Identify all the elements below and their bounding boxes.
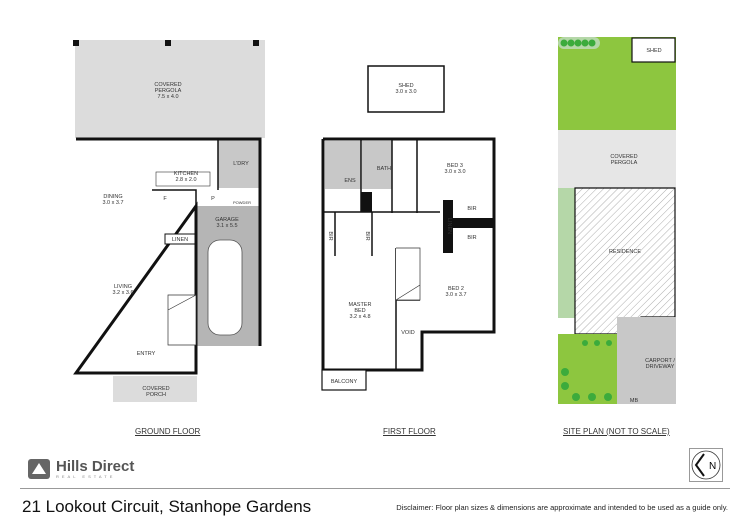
svg-text:RESIDENCE: RESIDENCE	[609, 249, 641, 255]
svg-text:PORCH: PORCH	[146, 392, 166, 398]
svg-text:LINEN: LINEN	[172, 237, 188, 243]
first-floor-caption: FIRST FLOOR	[383, 427, 436, 436]
svg-text:3.1 x 5.5: 3.1 x 5.5	[216, 223, 237, 229]
site-plan: SHED COVERED PERGOLA RESIDENCE CARPORT /…	[558, 37, 676, 404]
svg-text:P: P	[211, 196, 215, 202]
svg-text:BATH: BATH	[377, 166, 391, 172]
svg-text:COVERED: COVERED	[610, 154, 637, 160]
svg-text:BIR: BIR	[467, 206, 476, 212]
svg-text:PERGOLA: PERGOLA	[611, 160, 638, 166]
svg-text:DRIVEWAY: DRIVEWAY	[646, 364, 675, 370]
svg-text:MB: MB	[630, 398, 639, 404]
svg-text:3.0 x 3.0: 3.0 x 3.0	[395, 89, 416, 95]
svg-text:7.5 x 4.0: 7.5 x 4.0	[157, 94, 178, 100]
shed	[367, 65, 445, 113]
brand-sub: REAL ESTATE	[56, 473, 116, 479]
property-address: 21 Lookout Circuit, Stanhope Gardens	[22, 497, 312, 516]
svg-text:POWDER: POWDER	[233, 200, 251, 205]
svg-text:BALCONY: BALCONY	[331, 379, 358, 385]
logo-icon	[28, 459, 50, 479]
svg-text:VOID: VOID	[401, 330, 414, 336]
svg-text:COVERED: COVERED	[154, 82, 181, 88]
svg-text:KITCHEN: KITCHEN	[174, 171, 198, 177]
car-icon	[207, 239, 243, 336]
divider	[20, 488, 730, 489]
svg-text:SHED: SHED	[646, 48, 661, 54]
svg-text:N: N	[709, 461, 716, 472]
svg-text:ENTRY: ENTRY	[137, 351, 156, 357]
svg-text:L'DRY: L'DRY	[233, 161, 249, 167]
disclaimer: Disclaimer: Floor plan sizes & dimension…	[396, 503, 728, 512]
laundry-powder	[218, 138, 260, 188]
svg-text:SHED: SHED	[398, 83, 413, 89]
svg-text:LIVING: LIVING	[114, 284, 132, 290]
svg-text:ENS: ENS	[344, 178, 356, 184]
svg-text:3.2 x 4.8: 3.2 x 4.8	[349, 314, 370, 320]
svg-text:GARAGE: GARAGE	[215, 217, 239, 223]
svg-text:3.2 x 3.6: 3.2 x 3.6	[112, 290, 133, 296]
svg-text:COVERED: COVERED	[142, 386, 169, 392]
svg-text:BIR: BIR	[364, 231, 370, 240]
svg-text:3.0 x 3.0: 3.0 x 3.0	[444, 169, 465, 175]
svg-text:BIR: BIR	[467, 235, 476, 241]
svg-text:3.0 x 3.7: 3.0 x 3.7	[445, 292, 466, 298]
ground-floor-plan: COVERED PERGOLA 7.5 x 4.0 KITCHEN 2.8 x …	[73, 40, 265, 402]
brand-name: Hills Direct	[56, 457, 135, 475]
svg-text:CARPORT /: CARPORT /	[645, 358, 675, 364]
ground-floor-caption: GROUND FLOOR	[135, 427, 201, 436]
svg-text:BED 3: BED 3	[447, 163, 463, 169]
svg-text:F: F	[163, 196, 167, 202]
covered-pergola	[75, 40, 265, 138]
svg-text:PERGOLA: PERGOLA	[155, 88, 182, 94]
svg-text:MASTER: MASTER	[349, 302, 372, 308]
site-plan-caption: SITE PLAN (NOT TO SCALE)	[563, 427, 670, 436]
svg-text:BED 2: BED 2	[448, 286, 464, 292]
north-arrow-icon: N	[689, 448, 723, 482]
svg-text:BED: BED	[354, 308, 365, 314]
svg-text:DINING: DINING	[103, 194, 122, 200]
svg-text:2.8 x 2.0: 2.8 x 2.0	[175, 177, 196, 183]
svg-text:BIR: BIR	[327, 231, 333, 240]
svg-text:3.0 x 3.7: 3.0 x 3.7	[102, 200, 123, 206]
first-floor-plan: SHED 3.0 x 3.0 ENS BATH BED 3 3.0 x 3.0 …	[321, 65, 496, 391]
covered-porch	[113, 376, 197, 402]
svg-text:LINEN: LINEN	[446, 218, 452, 234]
